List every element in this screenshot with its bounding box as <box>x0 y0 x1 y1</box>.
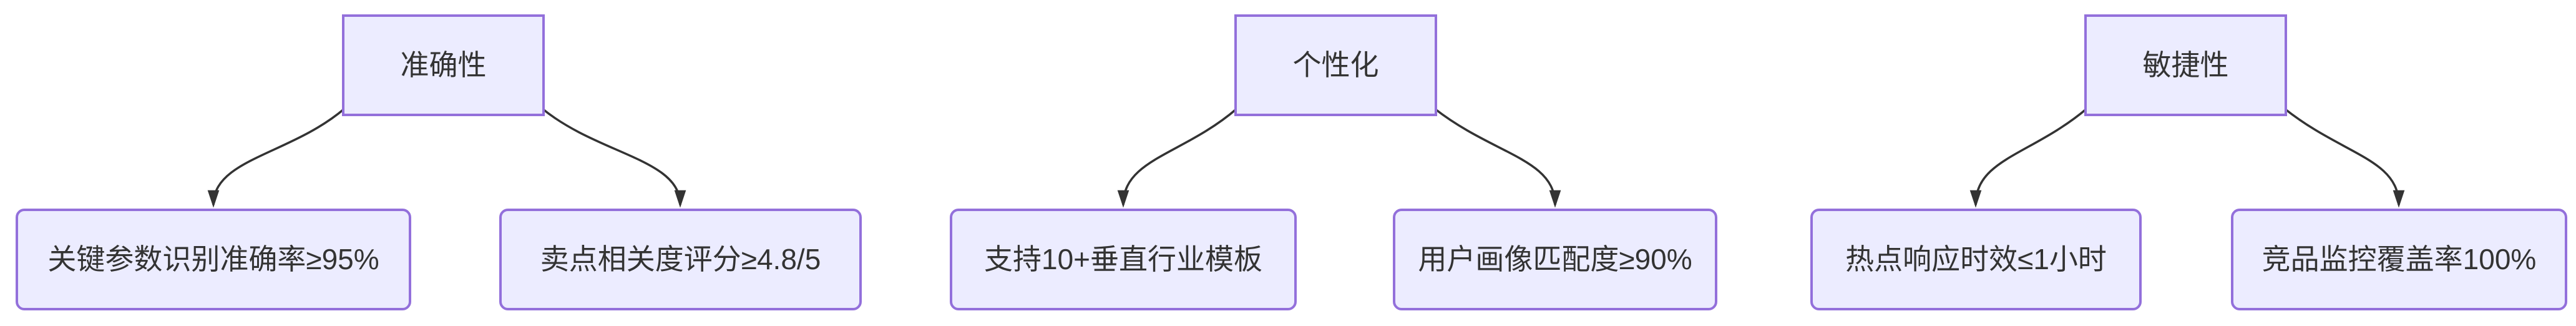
edge-personalization-to-profile-match <box>1433 107 1561 208</box>
node-agility: 敏捷性 <box>2084 14 2287 116</box>
edge-agility-to-competitor-coverage <box>2283 107 2405 208</box>
edge-agility-to-hotspot-response <box>1969 107 2088 208</box>
node-industry-templates: 支持10+垂直行业模板 <box>950 209 1297 310</box>
node-selling-point-score-label: 卖点相关度评分≥4.8/5 <box>540 242 821 275</box>
node-personalization: 个性化 <box>1234 14 1437 116</box>
node-competitor-coverage-label: 竞品监控覆盖率100% <box>2261 242 2537 275</box>
edge-personalization-to-templates <box>1117 107 1238 208</box>
node-hotspot-response-time: 热点响应时效≤1小时 <box>1810 209 2142 310</box>
edge-accuracy-to-param-accuracy <box>207 107 346 208</box>
node-accuracy: 准确性 <box>342 14 545 116</box>
node-user-profile-match-label: 用户画像匹配度≥90% <box>1418 242 1692 275</box>
node-user-profile-match: 用户画像匹配度≥90% <box>1393 209 1717 310</box>
node-personalization-label: 个性化 <box>1292 48 1379 81</box>
node-agility-label: 敏捷性 <box>2142 48 2229 81</box>
node-param-accuracy-rate-label: 关键参数识别准确率≥95% <box>47 242 379 275</box>
node-accuracy-label: 准确性 <box>400 48 487 81</box>
node-param-accuracy-rate: 关键参数识别准确率≥95% <box>16 209 411 310</box>
edge-accuracy-to-selling-point <box>541 107 686 208</box>
node-industry-templates-label: 支持10+垂直行业模板 <box>983 242 1263 275</box>
node-competitor-coverage: 竞品监控覆盖率100% <box>2231 209 2567 310</box>
node-hotspot-response-time-label: 热点响应时效≤1小时 <box>1845 242 2107 275</box>
node-selling-point-score: 卖点相关度评分≥4.8/5 <box>499 209 862 310</box>
